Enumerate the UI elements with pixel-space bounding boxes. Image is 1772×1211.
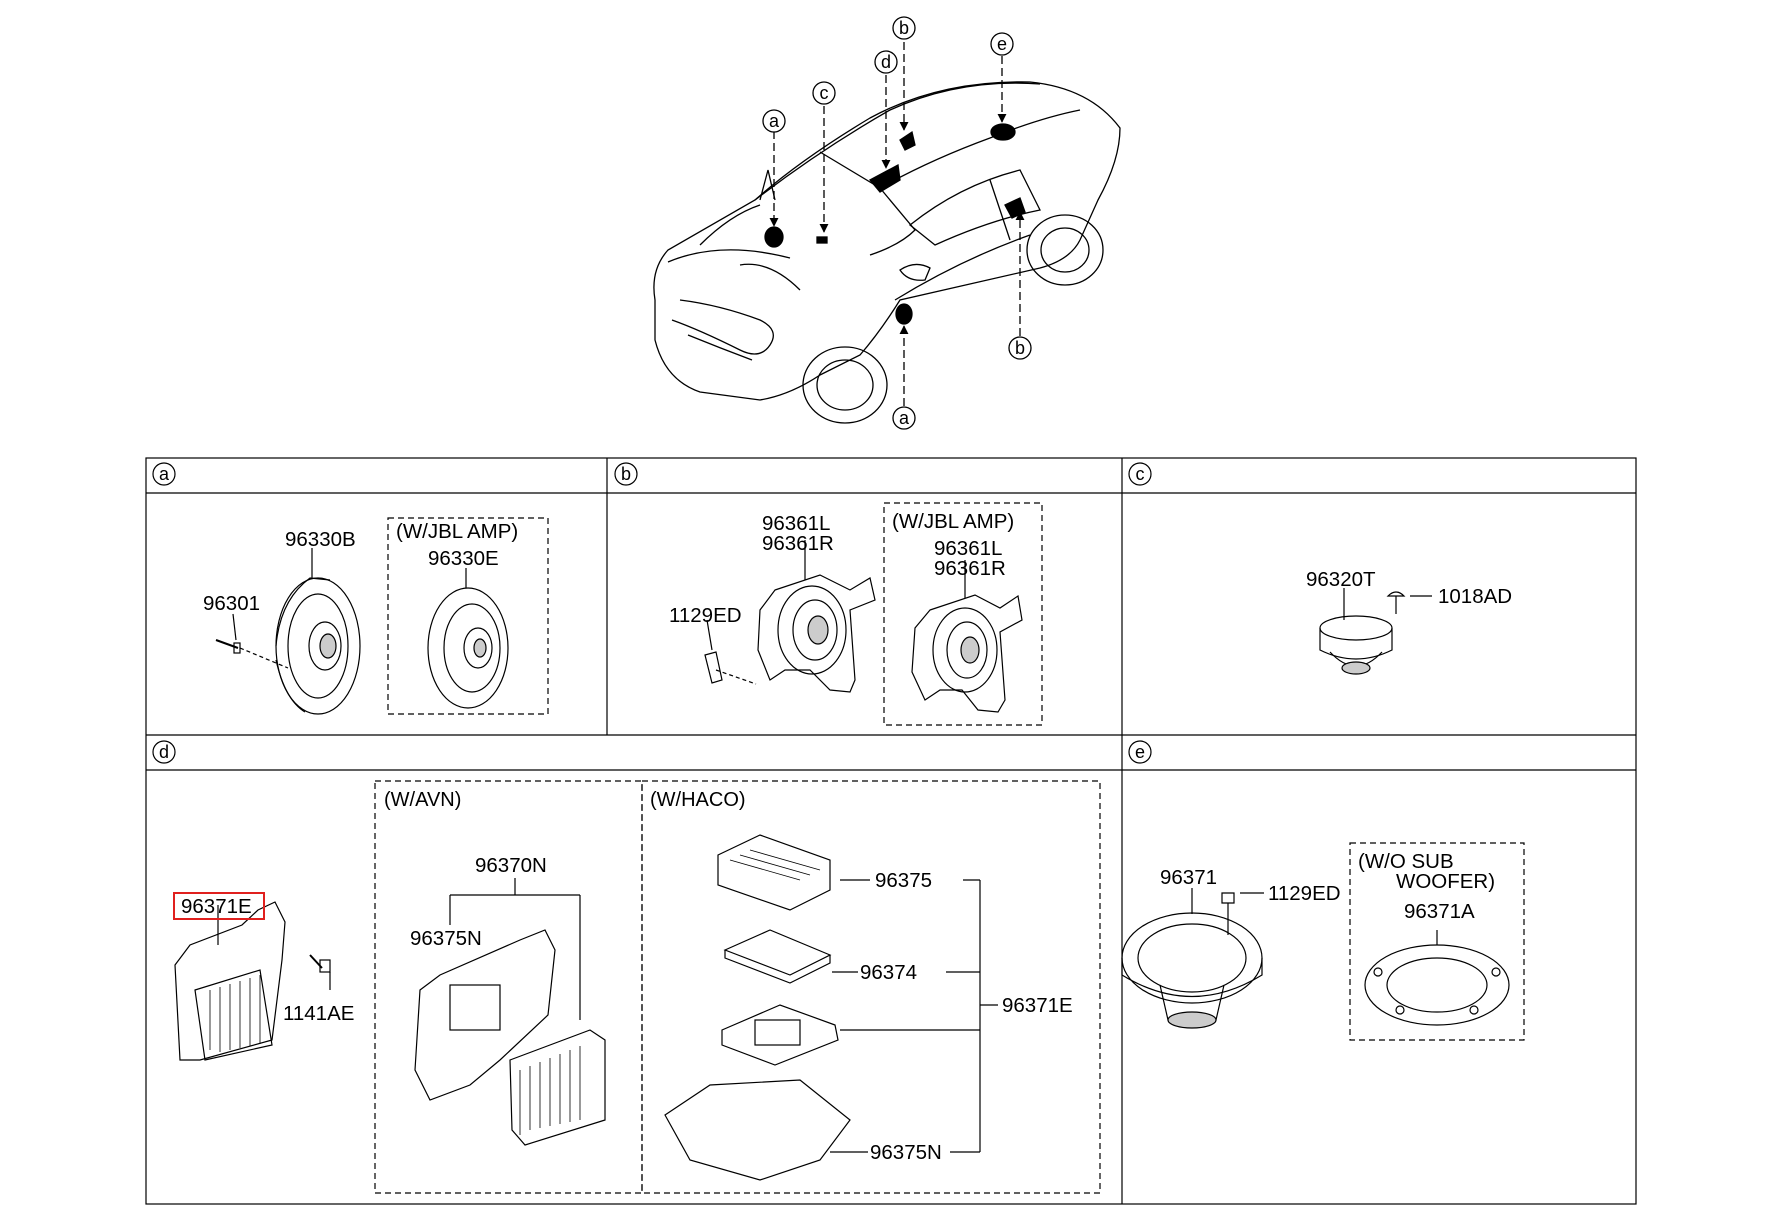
part-96374-label: 96374 (860, 961, 917, 984)
svg-text:a: a (899, 408, 910, 428)
parts-grid (145, 457, 1637, 1205)
part-1129ED-label-b: 1129ED (669, 604, 742, 627)
callout-e-top: e (990, 32, 1014, 56)
part-1129ED-label-e: 1129ED (1268, 882, 1341, 905)
part-96301-label: 96301 (203, 592, 260, 615)
svg-text:b: b (899, 18, 909, 38)
part-1141AE-label: 1141AE (283, 1002, 354, 1025)
part-96371E-label[interactable]: 96371E (181, 895, 252, 918)
svg-text:a: a (769, 111, 780, 131)
callout-b-bottom: b (1008, 336, 1032, 360)
part-96370N-label: 96370N (475, 854, 547, 877)
section-b-header: b (614, 462, 638, 486)
no-subwoofer-caption-line1: (W/O SUB (1358, 850, 1454, 873)
part-96371-label: 96371 (1160, 866, 1217, 889)
haco-caption: (W/HACO) (650, 789, 746, 811)
part-96361L-option-label: 96361L (934, 537, 1002, 560)
svg-text:b: b (621, 464, 631, 484)
section-a-header: a (152, 462, 176, 486)
svg-text:e: e (1135, 742, 1145, 762)
jbl-amp-caption-a: (W/JBL AMP) (396, 520, 518, 543)
part-96375N-haco-label: 96375N (870, 1141, 942, 1164)
svg-text:d: d (881, 52, 891, 72)
car-illustration (653, 42, 1121, 424)
section-d-drawings (174, 780, 1101, 1194)
part-1018AD-label: 1018AD (1438, 585, 1512, 608)
svg-text:c: c (820, 83, 829, 103)
section-b-drawings (704, 502, 1043, 726)
callout-a-bottom: a (892, 406, 916, 430)
part-96371E-haco-label: 96371E (1002, 994, 1073, 1017)
section-e-header: e (1128, 740, 1152, 764)
part-96375-label: 96375 (875, 869, 932, 892)
section-a-drawings (215, 517, 549, 715)
avn-caption: (W/AVN) (384, 789, 461, 811)
section-d-header: d (152, 740, 176, 764)
svg-text:e: e (997, 34, 1007, 54)
callout-c-top: c (812, 81, 836, 105)
section-e-drawings (1121, 842, 1525, 1041)
highlight-96371E (173, 892, 265, 920)
part-96330B-label: 96330B (285, 528, 356, 551)
section-c-header: c (1128, 462, 1152, 486)
part-96320T-label: 96320T (1306, 568, 1376, 591)
part-96330E-label: 96330E (428, 547, 499, 570)
part-96361R-option-label: 96361R (934, 557, 1006, 580)
part-96361L-label: 96361L (762, 512, 830, 535)
callout-a-top: a (762, 109, 786, 133)
section-c-drawings (1319, 588, 1432, 675)
part-96361R-label: 96361R (762, 532, 834, 555)
svg-text:c: c (1136, 464, 1145, 484)
svg-text:a: a (159, 464, 170, 484)
part-96371A-label: 96371A (1404, 900, 1475, 923)
svg-text:d: d (159, 742, 169, 762)
jbl-amp-caption-b: (W/JBL AMP) (892, 510, 1014, 533)
svg-text:b: b (1015, 338, 1025, 358)
callout-b-top: b (892, 16, 916, 40)
callout-d-top: d (874, 50, 898, 74)
no-subwoofer-caption-line2: WOOFER) (1396, 870, 1495, 893)
part-96375N-avn-label: 96375N (410, 927, 482, 950)
